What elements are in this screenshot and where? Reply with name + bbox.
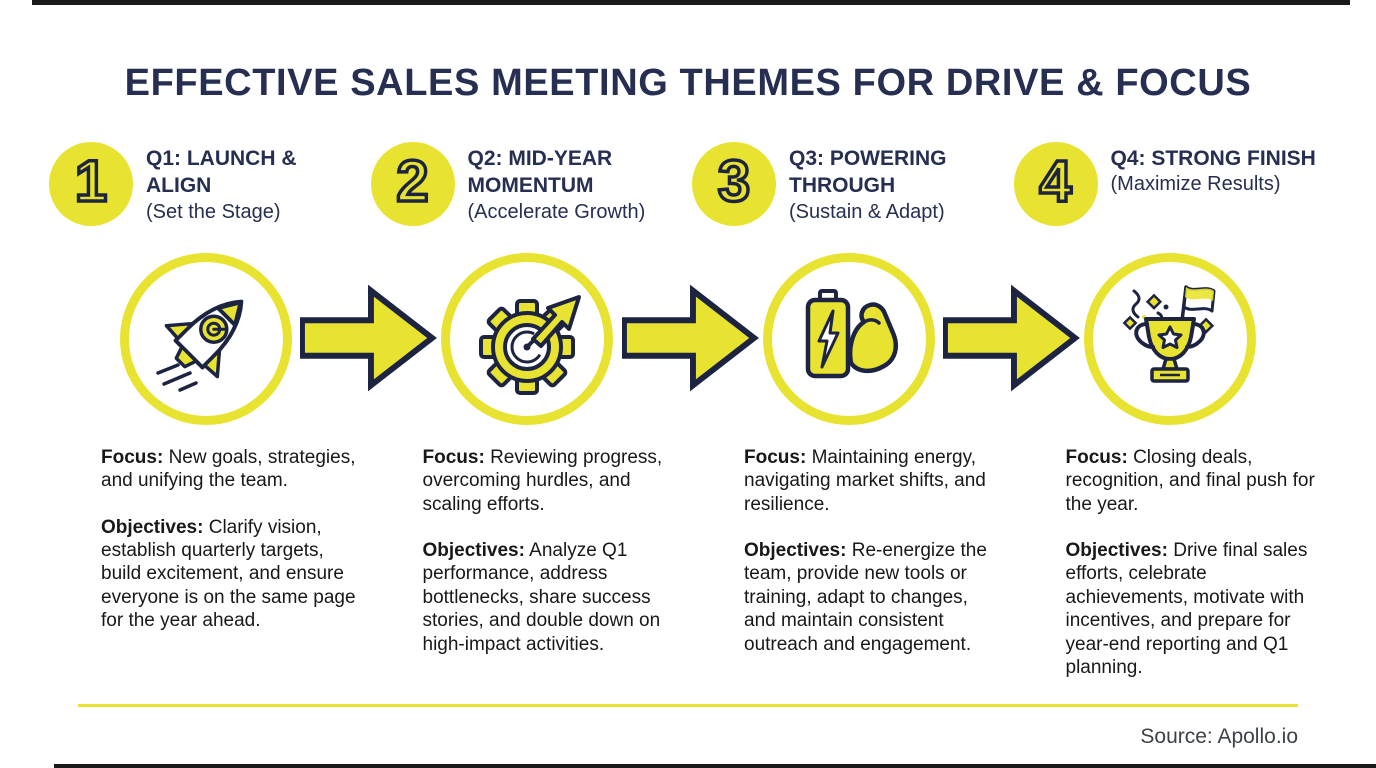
q1-objectives-label: Objectives:	[101, 516, 204, 538]
q4-icon-circle	[1084, 253, 1257, 425]
q3-focus-label: Focus:	[744, 447, 807, 468]
q3-number-badge: 3	[692, 142, 776, 226]
q2-number-badge: 2	[370, 142, 455, 226]
footer-divider-line	[78, 704, 1298, 707]
q3-title: Q3: POWERING THROUGH	[789, 147, 947, 198]
q4-subtitle: (Maximize Results)	[1110, 173, 1281, 196]
q1-subtitle: (Set the Stage)	[146, 200, 281, 223]
q4-title: Q4: STRONG FINISH	[1110, 147, 1316, 170]
arrow-right-icon	[300, 284, 437, 392]
quarter-column-q2: 2 Q2: MID-YEAR MOMENTUM (Accelerate Grow…	[367, 142, 689, 679]
q3-description: Focus: Maintaining energy, navigating ma…	[692, 438, 1006, 656]
q1-title: Q1: LAUNCH & ALIGN	[146, 147, 297, 198]
quarter-column-q1: 1 Q1: LAUNCH & ALIGN (Set the Stage)	[45, 142, 367, 679]
q1-description: Focus: New goals, strategies, and unifyi…	[49, 438, 363, 633]
q3-subtitle: (Sustain & Adapt)	[789, 200, 945, 223]
q2-objectives-label: Objectives:	[422, 540, 525, 562]
arrow-right-icon	[943, 284, 1080, 392]
q2-title: Q2: MID-YEAR MOMENTUM	[467, 147, 613, 198]
arrow-right-icon	[622, 284, 759, 392]
rocket-icon	[146, 277, 266, 402]
bottom-edge-line	[54, 764, 1376, 768]
quarter-column-q3: 3 Q3: POWERING THROUGH (Sustain & Adapt)	[688, 142, 1010, 679]
q2-objectives-text: Analyze Q1 performance, address bottlene…	[422, 540, 661, 655]
q4-number-badge: 4	[1013, 142, 1098, 226]
q2-focus-text: Reviewing progress, overcoming hurdles, …	[422, 447, 663, 515]
source-attribution: Source: Apollo.io	[1140, 725, 1298, 748]
q1-focus-label: Focus:	[101, 447, 164, 468]
q4-focus-label: Focus:	[1065, 447, 1128, 468]
q2-subtitle: (Accelerate Growth)	[467, 200, 646, 223]
q4-description: Focus: Closing deals, recognition, and f…	[1014, 438, 1328, 679]
q2-icon-circle	[441, 253, 614, 425]
q4-objectives-label: Objectives:	[1065, 540, 1168, 562]
page-title: EFFECTIVE SALES MEETING THEMES FOR DRIVE…	[124, 62, 1252, 104]
q1-number-badge: 1	[49, 142, 133, 226]
gear-growth-arrow-icon	[467, 277, 587, 402]
q1-icon-circle	[119, 253, 292, 425]
q3-objectives-text: Re-energize the team, provide new tools …	[744, 540, 987, 655]
top-edge-line	[32, 0, 1350, 5]
battery-muscle-icon	[789, 277, 909, 402]
q1-objectives-text: Clarify vision, establish quarterly targ…	[101, 516, 356, 632]
q2-header: 2 Q2: MID-YEAR MOMENTUM (Accelerate Grow…	[370, 142, 685, 232]
q4-focus-text: Closing deals, recognition, and final pu…	[1065, 447, 1315, 515]
quarters-grid: 1 Q1: LAUNCH & ALIGN (Set the Stage)	[45, 142, 1331, 679]
q3-objectives-label: Objectives:	[744, 540, 847, 562]
quarter-column-q4: 4 Q4: STRONG FINISH (Maximize Results)	[1010, 142, 1332, 679]
q3-icon-circle	[762, 253, 935, 425]
q1-header: 1 Q1: LAUNCH & ALIGN (Set the Stage)	[49, 142, 363, 232]
q4-objectives-text: Drive final sales efforts, celebrate ach…	[1065, 540, 1308, 678]
q4-header: 4 Q4: STRONG FINISH (Maximize Results)	[1013, 142, 1328, 232]
q2-description: Focus: Reviewing progress, overcoming hu…	[371, 438, 685, 656]
q1-focus-text: New goals, strategies, and unifying the …	[101, 447, 356, 492]
q3-focus-text: Maintaining energy, navigating market sh…	[744, 447, 986, 515]
q3-header: 3 Q3: POWERING THROUGH (Sustain & Adapt)	[692, 142, 1006, 232]
trophy-finish-icon	[1110, 277, 1230, 402]
q2-focus-label: Focus:	[422, 447, 485, 468]
